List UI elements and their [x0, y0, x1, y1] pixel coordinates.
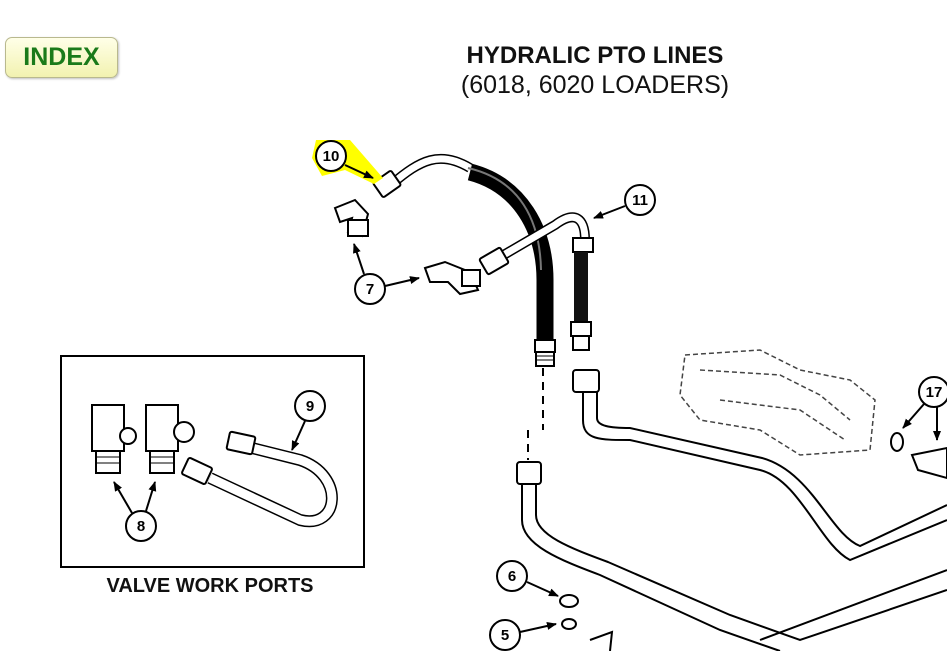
- hose-assembly-10[interactable]: [372, 153, 556, 367]
- callout-6[interactable]: 6: [496, 560, 559, 597]
- callout-7[interactable]: 7: [353, 243, 420, 305]
- callout-11-label: 11: [632, 192, 648, 209]
- callout-10[interactable]: 10: [312, 140, 383, 184]
- washer-5[interactable]: [561, 618, 577, 630]
- o-ring: [890, 432, 904, 452]
- port-fitting-8b[interactable]: [145, 404, 195, 474]
- callout-7-label: 7: [366, 281, 374, 298]
- callout-5-label: 5: [501, 627, 509, 644]
- u-tube-9[interactable]: [181, 430, 338, 528]
- inset-caption: VALVE WORK PORTS: [106, 575, 313, 597]
- page-title: HYDRALIC PTO LINES (6018, 6020 LOADERS): [440, 42, 750, 100]
- title-main: HYDRALIC PTO LINES: [466, 42, 724, 69]
- fitting-17[interactable]: [910, 446, 947, 480]
- callout-17[interactable]: 17: [902, 376, 947, 441]
- title-sub: (6018, 6020 LOADERS): [460, 71, 730, 99]
- elbow-fitting-7a[interactable]: [333, 198, 370, 238]
- hose-assembly-11[interactable]: [478, 212, 594, 351]
- index-button-label: INDEX: [23, 43, 100, 71]
- callout-5[interactable]: 5: [489, 619, 557, 651]
- tube-lines-right: [516, 369, 947, 651]
- callout-6-label: 6: [508, 568, 516, 585]
- index-button[interactable]: INDEX: [5, 37, 118, 78]
- ghosted-valve-body: [679, 349, 876, 456]
- callout-8[interactable]: 8: [113, 481, 157, 542]
- callout-11[interactable]: 11: [593, 184, 656, 219]
- callout-10-label: 10: [323, 148, 340, 165]
- callout-9-label: 9: [306, 398, 314, 415]
- dashed-connection: [527, 368, 544, 460]
- elbow-fitting-7b[interactable]: [423, 260, 481, 296]
- callout-9[interactable]: 9: [291, 390, 326, 451]
- nut-6[interactable]: [559, 594, 579, 608]
- port-fitting-8a[interactable]: [91, 404, 137, 474]
- callout-8-label: 8: [137, 518, 145, 535]
- callout-17-label: 17: [926, 384, 943, 401]
